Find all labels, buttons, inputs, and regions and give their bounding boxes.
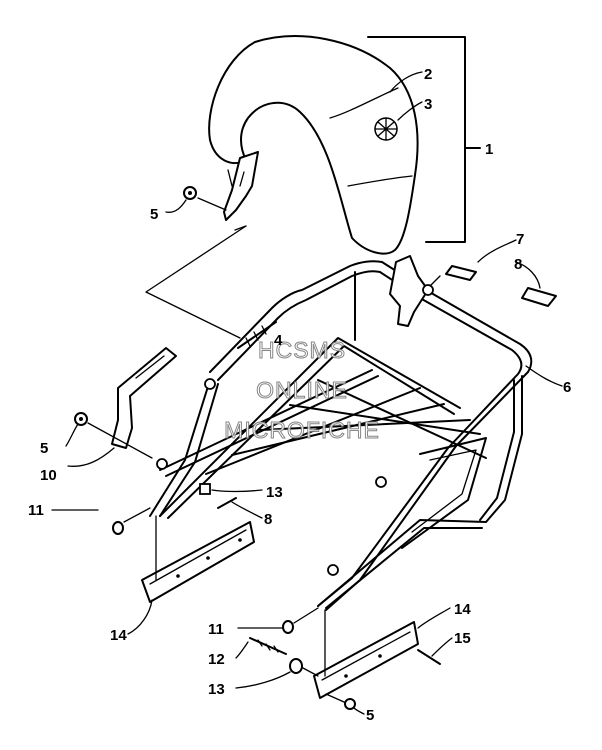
- callout-11-right: 11: [208, 621, 224, 638]
- group-bracket: [367, 36, 481, 243]
- mounting-plate-right: [313, 609, 419, 699]
- backrest-decal: [374, 117, 398, 141]
- callout-14-right: 14: [454, 601, 471, 618]
- callout-5-top: 5: [150, 206, 158, 223]
- watermark-line-1: HCSMS: [258, 337, 346, 363]
- callout-6: 6: [563, 379, 571, 396]
- callout-8-bolt: 8: [264, 511, 272, 528]
- rack-frame: [149, 255, 533, 611]
- callout-13-left: 13: [266, 484, 283, 501]
- callout-11-left: 11: [28, 502, 44, 519]
- watermark: HCSMS ONLINE MICROFICHE: [224, 337, 380, 444]
- callout-7: 7: [516, 231, 524, 248]
- callout-15: 15: [454, 630, 471, 647]
- callout-5-left: 5: [40, 440, 48, 457]
- backrest-pad: [208, 35, 419, 255]
- callout-14-left: 14: [110, 627, 127, 644]
- explode-outline: [145, 225, 247, 339]
- callout-labels: 2 3 1 5 7 8 4 6 5 10 13 11 8 14 14 11 15…: [28, 66, 571, 724]
- grab-handle: [111, 347, 177, 449]
- hardware: [74, 186, 557, 710]
- callout-3: 3: [424, 96, 432, 113]
- callout-1: 1: [485, 141, 493, 158]
- watermark-line-2: ONLINE: [256, 377, 348, 403]
- mounting-plate-left: [141, 515, 255, 603]
- callout-5-bottom: 5: [366, 707, 374, 724]
- callout-8-decal: 8: [514, 256, 522, 273]
- watermark-line-3: MICROFICHE: [224, 417, 380, 443]
- callout-13-right: 13: [208, 681, 225, 698]
- callout-10: 10: [40, 467, 57, 484]
- callout-12: 12: [208, 651, 225, 668]
- callout-2: 2: [424, 66, 432, 83]
- leader-lines: [51, 71, 563, 715]
- callout-4: 4: [274, 332, 283, 349]
